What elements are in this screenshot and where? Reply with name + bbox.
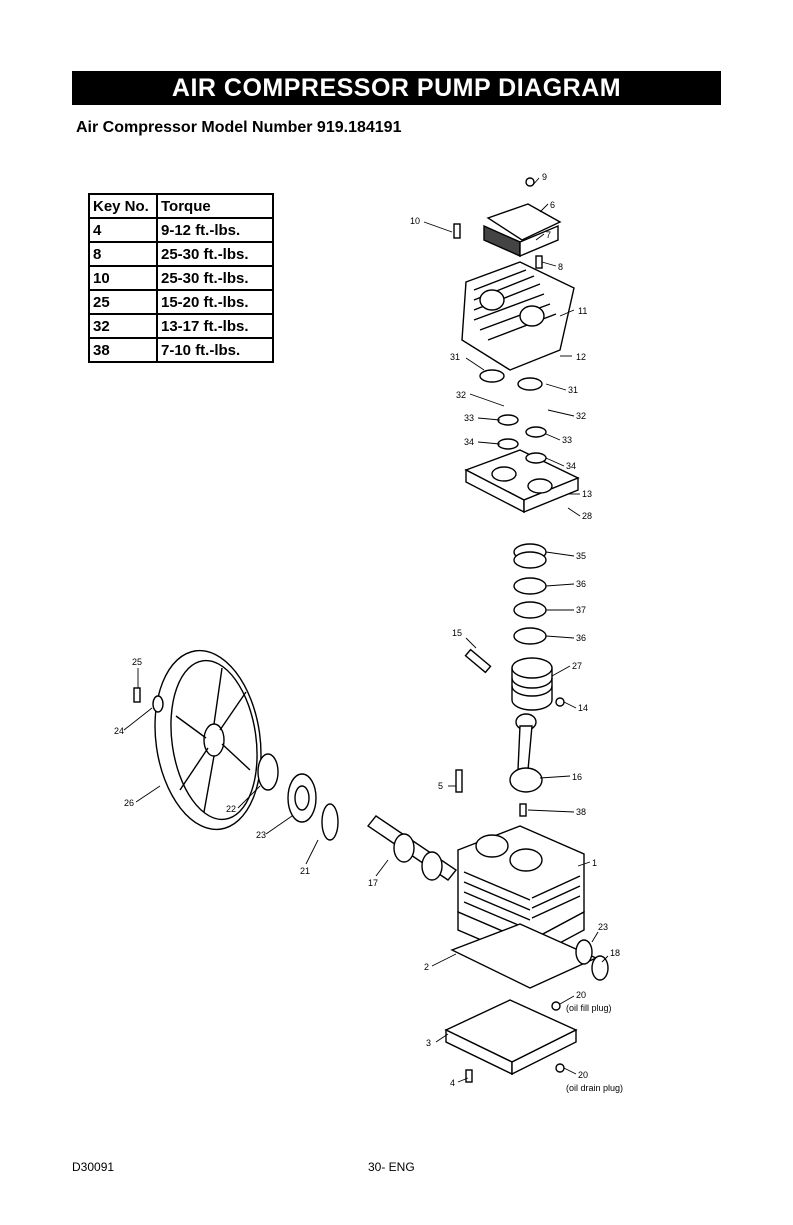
callout-25: 25 [132, 657, 142, 667]
header-torque: Torque [156, 193, 274, 219]
callout-24: 24 [114, 726, 124, 736]
callout-2: 2 [424, 962, 429, 972]
callout-15: 15 [452, 628, 462, 638]
key-cell: 32 [88, 313, 158, 339]
key-cell: 8 [88, 241, 158, 267]
callout-8: 8 [558, 262, 563, 272]
callout-1: 1 [592, 858, 597, 868]
callout-31b: 31 [568, 385, 578, 395]
flywheel-part [154, 649, 262, 831]
callout-32b: 32 [576, 411, 586, 421]
callout-33b: 33 [562, 435, 572, 445]
callout-36a: 36 [576, 579, 586, 589]
callout-6: 6 [550, 200, 555, 210]
table-row: 32 13-17 ft.-lbs. [88, 313, 274, 339]
callout-17: 17 [368, 878, 378, 888]
valve-plate-part [464, 449, 580, 514]
torque-cell: 9-12 ft.-lbs. [156, 217, 274, 243]
torque-cell: 25-30 ft.-lbs. [156, 265, 274, 291]
bottom-plate-part [444, 999, 578, 1076]
reed-valve-parts [479, 369, 547, 464]
torque-cell: 25-30 ft.-lbs. [156, 241, 274, 267]
callout-37: 37 [576, 605, 586, 615]
callout-20a-note: (oil fill plug) [566, 1003, 612, 1013]
callout-16: 16 [572, 772, 582, 782]
head-cover-part [483, 203, 562, 258]
wrist-pin-part [464, 648, 492, 674]
callout-14: 14 [578, 703, 588, 713]
callout-27: 27 [572, 661, 582, 671]
crankcase-part [450, 825, 598, 989]
callout-34a: 34 [464, 437, 474, 447]
model-number: Air Compressor Model Number 919.184191 [76, 119, 402, 136]
callout-33a: 33 [464, 413, 474, 423]
callout-18: 18 [610, 948, 620, 958]
callout-11: 11 [578, 306, 587, 316]
callout-36b: 36 [576, 633, 586, 643]
document-code: D30091 [72, 1160, 115, 1174]
key-cell: 10 [88, 265, 158, 291]
callout-5: 5 [438, 781, 443, 791]
callout-13: 13 [582, 489, 592, 499]
callout-20b-note: (oil drain plug) [566, 1083, 623, 1093]
callout-26: 26 [124, 798, 134, 808]
torque-cell: 15-20 ft.-lbs. [156, 289, 274, 315]
key-cell: 38 [88, 337, 158, 363]
callout-20a: 20 [576, 990, 586, 1000]
key-cell: 25 [88, 289, 158, 315]
callout-23b: 23 [598, 922, 608, 932]
table-header-row: Key No. Torque [88, 193, 274, 219]
connecting-rod-part [509, 713, 543, 793]
callout-35: 35 [576, 551, 586, 561]
cylinder-head-part [461, 261, 575, 371]
callout-7: 7 [546, 230, 551, 240]
leader-lines [123, 177, 609, 1083]
table-row: 25 15-20 ft.-lbs. [88, 289, 274, 315]
torque-cell: 7-10 ft.-lbs. [156, 337, 274, 363]
bearing-parts [257, 753, 609, 981]
callout-4: 4 [450, 1078, 455, 1088]
callout-12: 12 [576, 352, 586, 362]
page-title: AIR COMPRESSOR PUMP DIAGRAM [72, 71, 721, 105]
table-row: 10 25-30 ft.-lbs. [88, 265, 274, 291]
table-row: 38 7-10 ft.-lbs. [88, 337, 274, 363]
torque-table: Key No. Torque 4 9-12 ft.-lbs. 8 25-30 f… [88, 193, 274, 363]
key-cell: 4 [88, 217, 158, 243]
piston-part [511, 657, 553, 711]
callout-23a: 23 [256, 830, 266, 840]
callout-28: 28 [582, 511, 592, 521]
callout-20b: 20 [578, 1070, 588, 1080]
callout-10: 10 [410, 216, 420, 226]
header-key-no: Key No. [88, 193, 158, 219]
callout-21: 21 [300, 866, 310, 876]
callout-32a: 32 [456, 390, 466, 400]
crankshaft-part [366, 815, 458, 881]
callout-34b: 34 [566, 461, 576, 471]
callout-9: 9 [542, 172, 547, 182]
callout-38: 38 [576, 807, 586, 817]
callout-22: 22 [226, 804, 236, 814]
callout-31a: 31 [450, 352, 460, 362]
callout-3: 3 [426, 1038, 431, 1048]
piston-rings-part [513, 543, 547, 645]
page-number: 30- ENG [368, 1160, 415, 1174]
torque-cell: 13-17 ft.-lbs. [156, 313, 274, 339]
table-row: 8 25-30 ft.-lbs. [88, 241, 274, 267]
table-row: 4 9-12 ft.-lbs. [88, 217, 274, 243]
